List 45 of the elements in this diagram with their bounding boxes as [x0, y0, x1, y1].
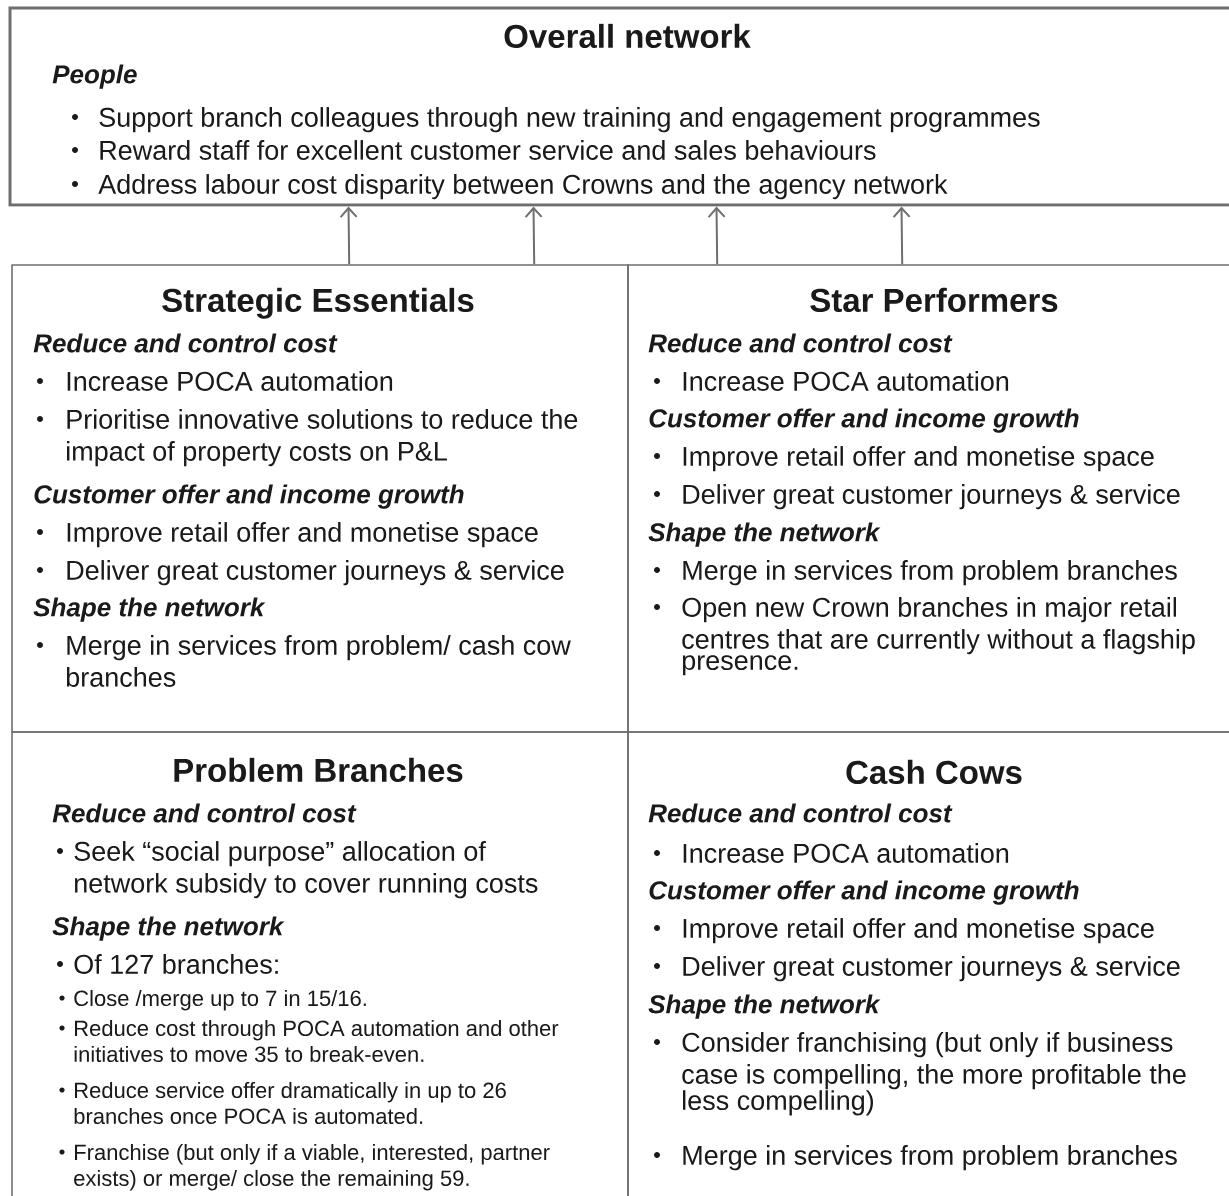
box-heading: Problem Branches — [174, 757, 463, 783]
bullet-item: Prioritise innovative solutions to reduce the impact of property costs on P&L — [37, 409, 578, 467]
bullet-item: Improve retail offer and monetise space — [654, 918, 1154, 944]
arrow — [707, 206, 726, 266]
section-heading: Customer offer and income growth — [649, 880, 1079, 905]
bullet-item: Merge in services from problem branches — [654, 1145, 1177, 1171]
section-heading: Shape the network — [33, 597, 266, 622]
bullet-item: Close /merge up to 7 in 15/16. — [59, 989, 366, 1011]
arrow — [892, 206, 911, 266]
box-heading: Star Performers — [810, 287, 1058, 313]
section-heading: Reduce and control cost — [52, 803, 357, 823]
section-heading: Customer offer and income growth — [649, 408, 1079, 433]
bullet-item: Merge in services from problem/ cash cow branches — [37, 635, 571, 687]
section-heading: Shape the network — [52, 916, 285, 941]
bullet-item: Deliver great customer journeys & service — [37, 560, 564, 586]
box-heading: Cash Cows — [846, 759, 1022, 785]
bullet-item: Consider franchising (but only if business case is compelling, the more profitable the less compelling) — [654, 1032, 1186, 1116]
bullet-item: Seek “social purpose” allocation of network subsidy to cover running costs — [57, 841, 538, 899]
bullet-item: Deliver great customer journeys & service — [654, 484, 1180, 510]
bullet-item: Merge in services from problem branches — [654, 560, 1177, 586]
bullet-item: Franchise (but only if a viable, interested, partner exists) or merge/ close the remaining 59. — [59, 1143, 550, 1191]
box-heading: Strategic Essentials — [162, 287, 474, 319]
bullet-item: Increase POCA automation — [654, 843, 1009, 863]
bullet-item: Of 127 branches: — [57, 954, 278, 974]
bullet-item: Improve retail offer and monetise space — [37, 522, 538, 548]
bullet-item: Improve retail offer and monetise space — [654, 446, 1154, 472]
section-heading: Reduce and control cost — [33, 333, 338, 353]
box-heading: Overall network — [504, 23, 751, 49]
bullet-item: Increase POCA automation — [654, 371, 1009, 391]
bullet-item: Support branch colleagues through new training and engagement programmes — [72, 107, 1040, 133]
bullet-item: Address labour cost disparity between Crowns and the agency network — [72, 174, 948, 200]
bullet-item: Reduce cost through POCA automation and other initiatives to move 35 to break-even. — [59, 1019, 559, 1063]
section-heading: Shape the network — [648, 522, 881, 547]
section-heading: People — [52, 64, 137, 89]
bullet-item: Deliver great customer journeys & service — [654, 956, 1180, 982]
bullet-item: Open new Crown branches in major retail centres that are currently without a flagship presence. — [654, 597, 1195, 676]
bullet-item: Reduce service offer dramatically in up to 26 branches once POCA is automated. — [59, 1081, 506, 1125]
section-heading: Reduce and control cost — [648, 803, 953, 823]
arrow — [524, 206, 543, 266]
bullet-item: Increase POCA automation — [37, 371, 393, 391]
section-heading: Shape the network — [648, 994, 881, 1019]
bullet-item: Reward staff for excellent customer service and sales behaviours — [72, 140, 876, 160]
section-heading: Customer offer and income growth — [34, 484, 464, 509]
arrow — [339, 206, 358, 266]
section-heading: Reduce and control cost — [648, 333, 953, 353]
